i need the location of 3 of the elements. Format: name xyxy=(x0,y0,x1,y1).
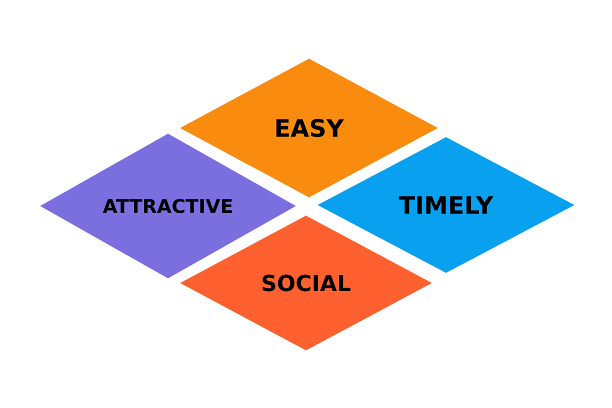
diamond-tile: TIMELY xyxy=(318,137,574,273)
diamond-tile: SOCIAL xyxy=(180,216,432,350)
diamond-tile: EASY xyxy=(180,58,438,198)
